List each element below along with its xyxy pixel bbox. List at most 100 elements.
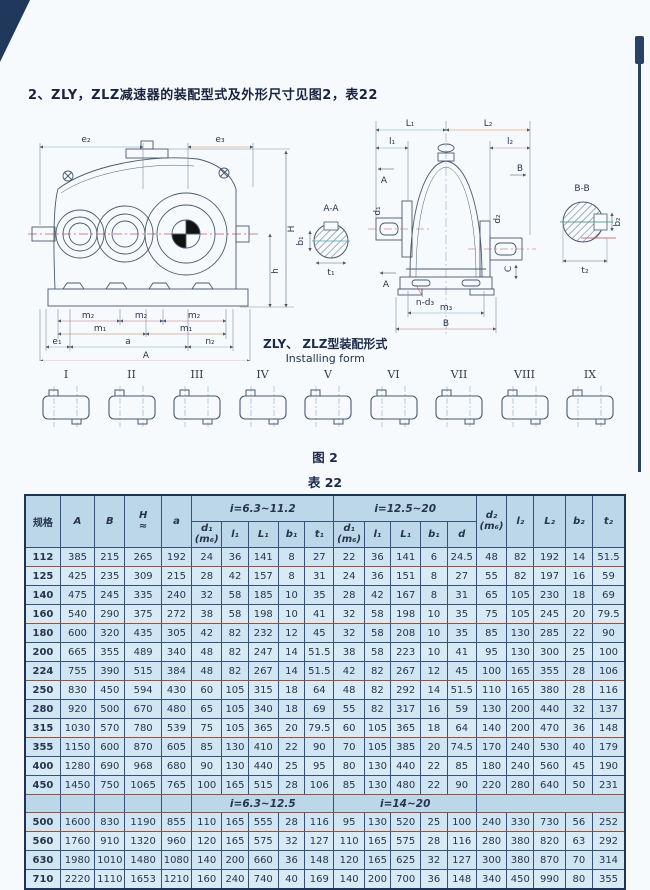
value-cell: 240 [506, 737, 535, 757]
col-header-t2: t₂ [592, 494, 626, 548]
value-cell: 440 [533, 699, 566, 719]
band-empty-cell [124, 794, 162, 813]
value-cell: 95 [333, 812, 365, 832]
value-cell: 240 [506, 756, 535, 776]
value-cell: 51.5 [304, 642, 335, 662]
value-cell: 32 [333, 623, 365, 643]
spec-cell: 400 [24, 756, 61, 776]
value-cell: 440 [390, 756, 422, 776]
value-cell: 42 [333, 661, 365, 681]
sub-header: L₁ [247, 521, 279, 548]
value-cell: 215 [94, 547, 126, 567]
value-cell: 200 [506, 718, 535, 738]
value-cell: 440 [247, 756, 279, 776]
value-cell: 235 [94, 566, 126, 586]
value-cell: 600 [59, 623, 96, 643]
view-label-A: A [381, 176, 388, 186]
value-cell: 36 [277, 850, 306, 870]
install-form: VII [429, 368, 489, 440]
value-cell: 1653 [124, 869, 162, 890]
value-cell: 8 [420, 566, 448, 586]
value-cell: 430 [160, 680, 193, 700]
value-cell: 28 [191, 566, 223, 586]
value-cell: 165 [506, 661, 535, 681]
spec-cell: 125 [24, 566, 61, 586]
value-cell: 48 [191, 642, 223, 662]
value-cell: 365 [390, 718, 422, 738]
value-cell: 1030 [59, 718, 96, 738]
install-form-glyph [173, 386, 221, 427]
form-numeral: VIII [514, 368, 535, 381]
sub-header: d [446, 521, 477, 548]
value-cell: 110 [475, 680, 508, 700]
value-cell: 355 [533, 661, 566, 681]
housing-outline [28, 140, 260, 307]
install-form-glyph [369, 386, 418, 427]
col-header-B: B [94, 494, 126, 548]
installing-form-caption-cn: ZLY、 ZLZ型装配形式 [263, 337, 388, 351]
value-cell: 365 [247, 718, 279, 738]
value-cell: 520 [390, 812, 422, 832]
value-cell: 600 [94, 737, 126, 757]
value-cell: 192 [533, 547, 566, 567]
install-form: IX [560, 368, 620, 440]
value-cell: 8 [277, 547, 306, 567]
value-cell: 10 [420, 623, 448, 643]
value-cell: 870 [533, 850, 566, 870]
value-cell: 575 [390, 831, 422, 851]
spec-cell: 315 [24, 718, 61, 738]
value-cell: 740 [247, 869, 279, 890]
view-label-A: A [383, 280, 390, 290]
value-cell: 215 [160, 566, 193, 586]
col-header-d2: d₂ (m₆) [475, 494, 508, 548]
value-cell: 35 [446, 604, 477, 624]
value-cell: 120 [191, 831, 223, 851]
value-cell: 660 [247, 850, 279, 870]
value-cell: 56 [564, 812, 594, 832]
left-view-drawing: e₂ e₃ H h m₂ m₂ m₂ m₁ m₁ e₁ a n₂ A A-A b… [28, 135, 350, 361]
value-cell: 51.5 [304, 661, 335, 681]
value-cell: 700 [390, 869, 422, 890]
value-cell: 64 [304, 680, 335, 700]
value-cell: 22 [277, 737, 306, 757]
value-cell: 230 [533, 585, 566, 605]
value-cell: 1450 [59, 775, 96, 795]
dim-label-n-d3: n-d₃ [416, 298, 435, 308]
value-cell: 1980 [59, 850, 96, 870]
value-cell: 515 [247, 775, 279, 795]
value-cell: 200 [363, 869, 392, 890]
value-cell: 58 [221, 585, 249, 605]
value-cell: 82 [221, 642, 249, 662]
value-cell: 8 [420, 585, 448, 605]
value-cell: 480 [390, 775, 422, 795]
spec-cell: 160 [24, 604, 61, 624]
install-form-glyph [435, 386, 483, 427]
value-cell: 22 [420, 756, 448, 776]
value-cell: 165 [363, 850, 392, 870]
value-cell: 90 [191, 756, 223, 776]
value-cell: 475 [59, 585, 96, 605]
value-cell: 60 [191, 680, 223, 700]
value-cell: 105 [221, 680, 249, 700]
sub-header: d₁ (m₆) [333, 521, 365, 548]
dim-label-h: h [271, 268, 281, 274]
value-cell: 855 [160, 812, 193, 832]
value-cell: 425 [59, 566, 96, 586]
col-header-H: H ≈ [124, 494, 162, 548]
value-cell: 141 [247, 547, 279, 567]
dim-label-b2: b₂ [613, 217, 623, 227]
value-cell: 105 [363, 718, 392, 738]
value-cell: 31 [446, 585, 477, 605]
value-cell: 1190 [124, 812, 162, 832]
value-cell: 90 [304, 737, 335, 757]
value-cell: 240 [221, 869, 249, 890]
value-cell: 500 [94, 699, 126, 719]
section-bb-title: B-B [574, 184, 589, 194]
value-cell: 309 [124, 566, 162, 586]
value-cell: 1600 [59, 812, 96, 832]
